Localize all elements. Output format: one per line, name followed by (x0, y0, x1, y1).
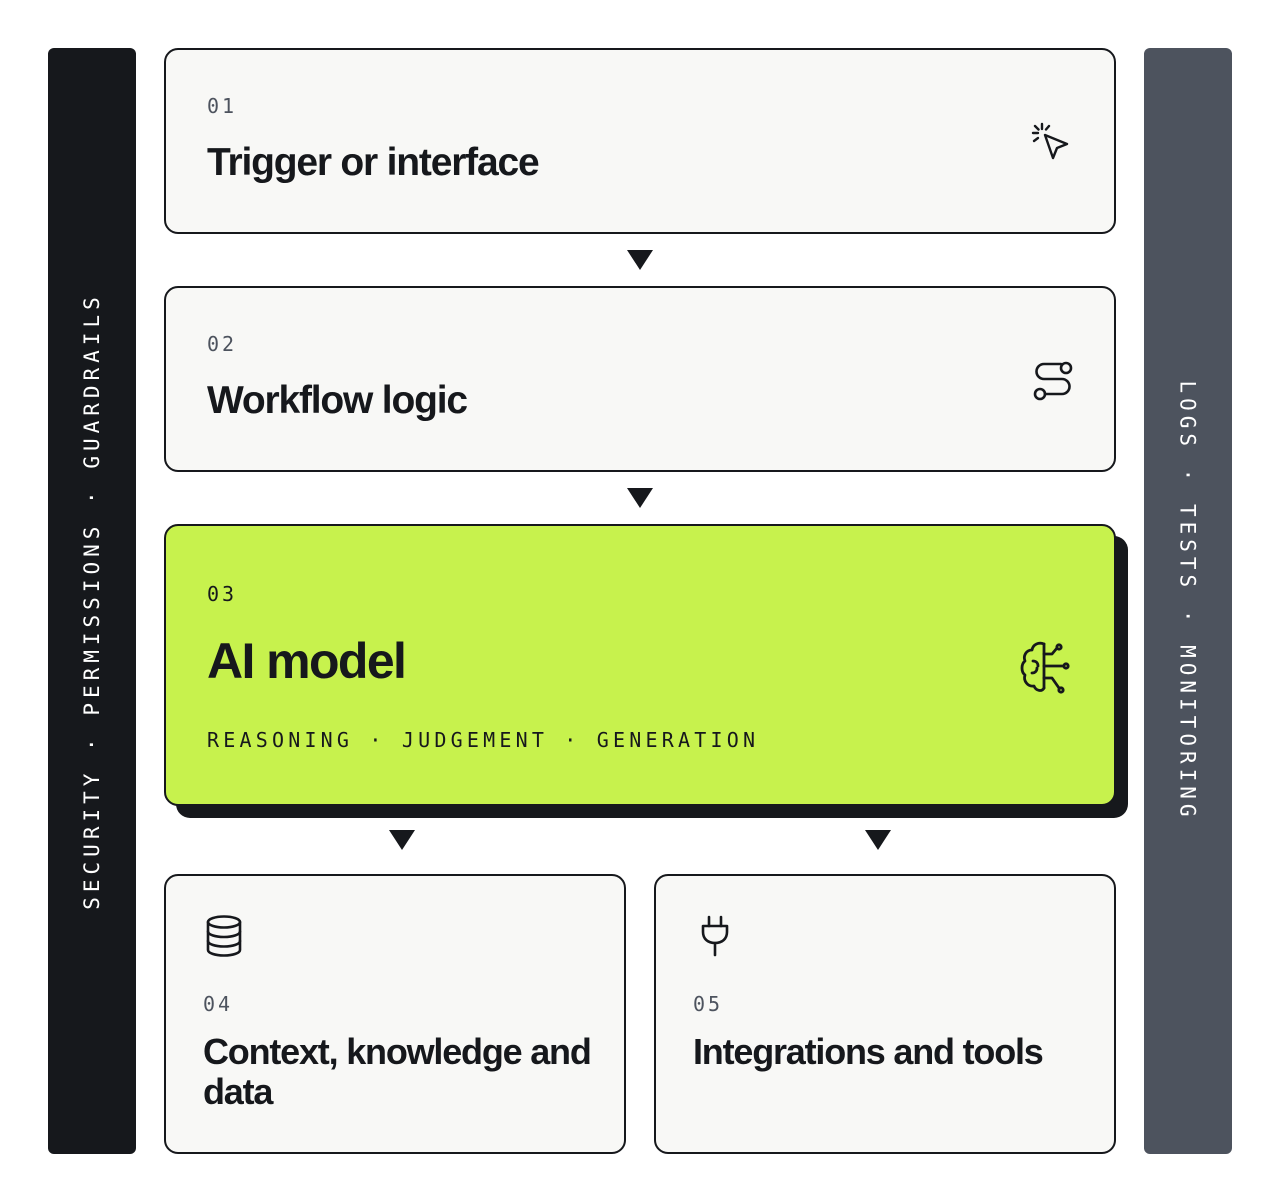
left-rail-security: SECURITY · PERMISSIONS · GUARDRAILS (48, 48, 136, 1154)
step-number: 03 (207, 582, 238, 606)
step-card-workflow: 02 Workflow logic (164, 286, 1116, 472)
step-title: Integrations and tools (693, 1031, 1044, 1072)
right-rail-observability: LOGS · TESTS · MONITORING (1144, 48, 1232, 1154)
step-card-ai-model: 03 AI model REASONING · JUDGEMENT · GENE… (164, 524, 1116, 806)
step-title: AI model (207, 633, 407, 689)
flow-arrow-2-3 (627, 488, 653, 508)
step-number: 04 (203, 992, 234, 1016)
workflow-route-icon (1032, 360, 1074, 404)
flow-arrow-1-2 (627, 250, 653, 270)
step-number: 01 (207, 94, 238, 118)
flow-arrow-3-5 (865, 830, 891, 850)
left-rail-label: SECURITY · PERMISSIONS · GUARDRAILS (80, 292, 105, 910)
step-card-integrations: 05 Integrations and tools (654, 874, 1116, 1154)
ai-capabilities: REASONING · JUDGEMENT · GENERATION (207, 728, 760, 752)
step-title: Trigger or interface (207, 141, 540, 184)
database-icon (204, 914, 244, 958)
step-title: Workflow logic (207, 379, 468, 422)
step-title: Context, knowledge and data (203, 1031, 592, 1112)
step-number: 02 (207, 332, 238, 356)
cursor-click-icon (1030, 122, 1074, 166)
plug-icon (699, 914, 731, 958)
step-number: 05 (693, 992, 724, 1016)
step-card-context: 04 Context, knowledge and data (164, 874, 626, 1154)
right-rail-label: LOGS · TESTS · MONITORING (1176, 380, 1201, 822)
brain-circuit-icon (1020, 640, 1070, 694)
step-card-trigger: 01 Trigger or interface (164, 48, 1116, 234)
flow-arrow-3-4 (389, 830, 415, 850)
